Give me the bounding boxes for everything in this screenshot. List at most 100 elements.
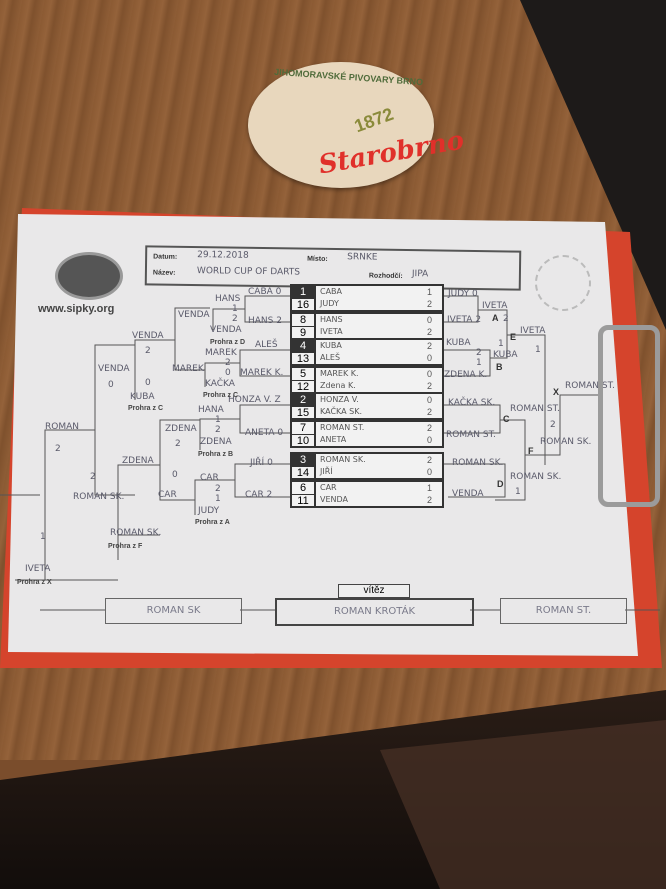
player-score: 2	[426, 407, 432, 417]
seed-number: 4	[292, 340, 316, 352]
seed-number: 11	[292, 494, 316, 507]
player-score: 2	[426, 495, 432, 505]
player-score: 0	[426, 395, 432, 405]
player-name: HANS	[320, 315, 343, 324]
handwritten-entry: HONZA V. Z	[228, 395, 281, 405]
handwritten-entry: 1	[40, 532, 46, 542]
handwritten-entry: 2	[175, 439, 181, 449]
handwritten-entry: CAR	[158, 490, 177, 500]
bracket-letter: X	[553, 387, 560, 397]
handwritten-entry: MAREK	[172, 364, 204, 374]
player-score: 2	[426, 341, 432, 351]
loss-label: Prohra z C	[203, 392, 239, 399]
handwritten-entry: 0	[145, 378, 151, 388]
handwritten-entry: KUBA	[493, 350, 518, 360]
handwritten-entry: JUDY 0	[448, 289, 478, 299]
handwritten-entry: MAREK K.	[240, 368, 284, 378]
handwritten-entry: MAREK	[205, 348, 237, 358]
player-name: ROMAN SK.	[320, 455, 366, 464]
seed-number: 9	[292, 326, 316, 339]
player-score: 0	[426, 467, 432, 477]
player-name: ANETA	[320, 435, 347, 444]
player-name: ROMAN ST.	[320, 423, 365, 432]
handwritten-entry: CAR	[200, 473, 219, 483]
handwritten-entry: 2	[215, 484, 221, 494]
loss-label: Prohra z A	[195, 519, 230, 526]
player-score: 0	[426, 353, 432, 363]
handwritten-entry: 2	[225, 358, 231, 368]
clipboard-clip	[598, 325, 660, 507]
handwritten-entry: ZDENA K.	[444, 370, 488, 380]
player-score: 2	[426, 299, 432, 309]
player-name: HONZA V.	[320, 395, 359, 404]
player-name: IVETA	[320, 327, 343, 336]
handwritten-entry: ROMAN	[45, 422, 79, 432]
player-score: 2	[426, 381, 432, 391]
handwritten-entry: 2	[550, 420, 556, 430]
seed-number: 1	[292, 286, 316, 298]
handwritten-entry: IVETA	[520, 326, 546, 336]
handwritten-entry: 0	[108, 380, 114, 390]
handwritten-entry: ROMAN ST.	[446, 430, 496, 440]
handwritten-entry: 2	[476, 348, 482, 358]
player-name: ALEŠ	[320, 353, 341, 362]
handwritten-entry: KAČKA SK.	[448, 398, 496, 408]
handwritten-entry: 1	[215, 494, 221, 504]
seed-number: 15	[292, 406, 316, 419]
handwritten-entry: IVETA	[482, 301, 508, 311]
handwritten-entry: 1	[232, 304, 238, 314]
handwritten-entry: KUBA	[446, 338, 471, 348]
player-name: MAREK K.	[320, 369, 359, 378]
seed-number: 3	[292, 454, 316, 466]
handwritten-entry: 1	[515, 487, 521, 497]
handwritten-entry: ROMAN SK.	[510, 472, 562, 482]
final-left-player: ROMAN SK	[105, 598, 242, 624]
seed-number: 8	[292, 314, 316, 326]
bracket-letter: D	[497, 479, 504, 489]
handwritten-entry: 1	[498, 339, 504, 349]
player-name: CABA	[320, 287, 343, 296]
player-score: 2	[426, 327, 432, 337]
handwritten-entry: ZDENA	[165, 424, 197, 434]
handwritten-entry: VENDA	[210, 325, 242, 335]
winner-label: vítěz	[338, 584, 410, 598]
handwritten-entry: ROMAN SK.	[540, 437, 592, 447]
handwritten-entry: VENDA	[178, 310, 210, 320]
player-score: 2	[426, 455, 432, 465]
bracket-letter: F	[528, 446, 534, 456]
bracket-letter: C	[503, 414, 510, 424]
handwritten-entry: 1	[476, 358, 482, 368]
loss-label: Prohra z C	[128, 405, 164, 412]
player-score: 2	[426, 423, 432, 433]
seed-number: 13	[292, 352, 316, 365]
handwritten-entry: 2	[55, 444, 61, 454]
player-score: 1	[426, 287, 432, 297]
handwritten-entry: 2	[503, 314, 509, 324]
handwritten-entry: 1	[215, 415, 221, 425]
dartboard-icon	[535, 255, 591, 311]
bracket-letter: B	[496, 362, 503, 372]
player-score: 0	[426, 369, 432, 379]
player-score: 1	[426, 483, 432, 493]
handwritten-entry: VENDA	[98, 364, 130, 374]
player-name: KAČKA SK.	[320, 407, 363, 416]
club-logo	[55, 252, 123, 300]
handwritten-entry: VENDA	[132, 331, 164, 341]
final-right-player: ROMAN ST.	[500, 598, 627, 624]
handwritten-entry: CAR 2	[245, 490, 273, 500]
bracket-letter: E	[510, 332, 517, 342]
player-score: 0	[426, 435, 432, 445]
handwritten-entry: 0	[172, 470, 178, 480]
handwritten-entry: 1	[535, 345, 541, 355]
handwritten-entry: ANETA 0	[245, 428, 284, 438]
handwritten-entry: ZDENA	[122, 456, 154, 466]
handwritten-entry: ZDENA	[200, 437, 232, 447]
beer-coaster: JIHOMORAVSKÉ PIVOVARY BRNO 1872 Starobrn…	[248, 62, 466, 188]
